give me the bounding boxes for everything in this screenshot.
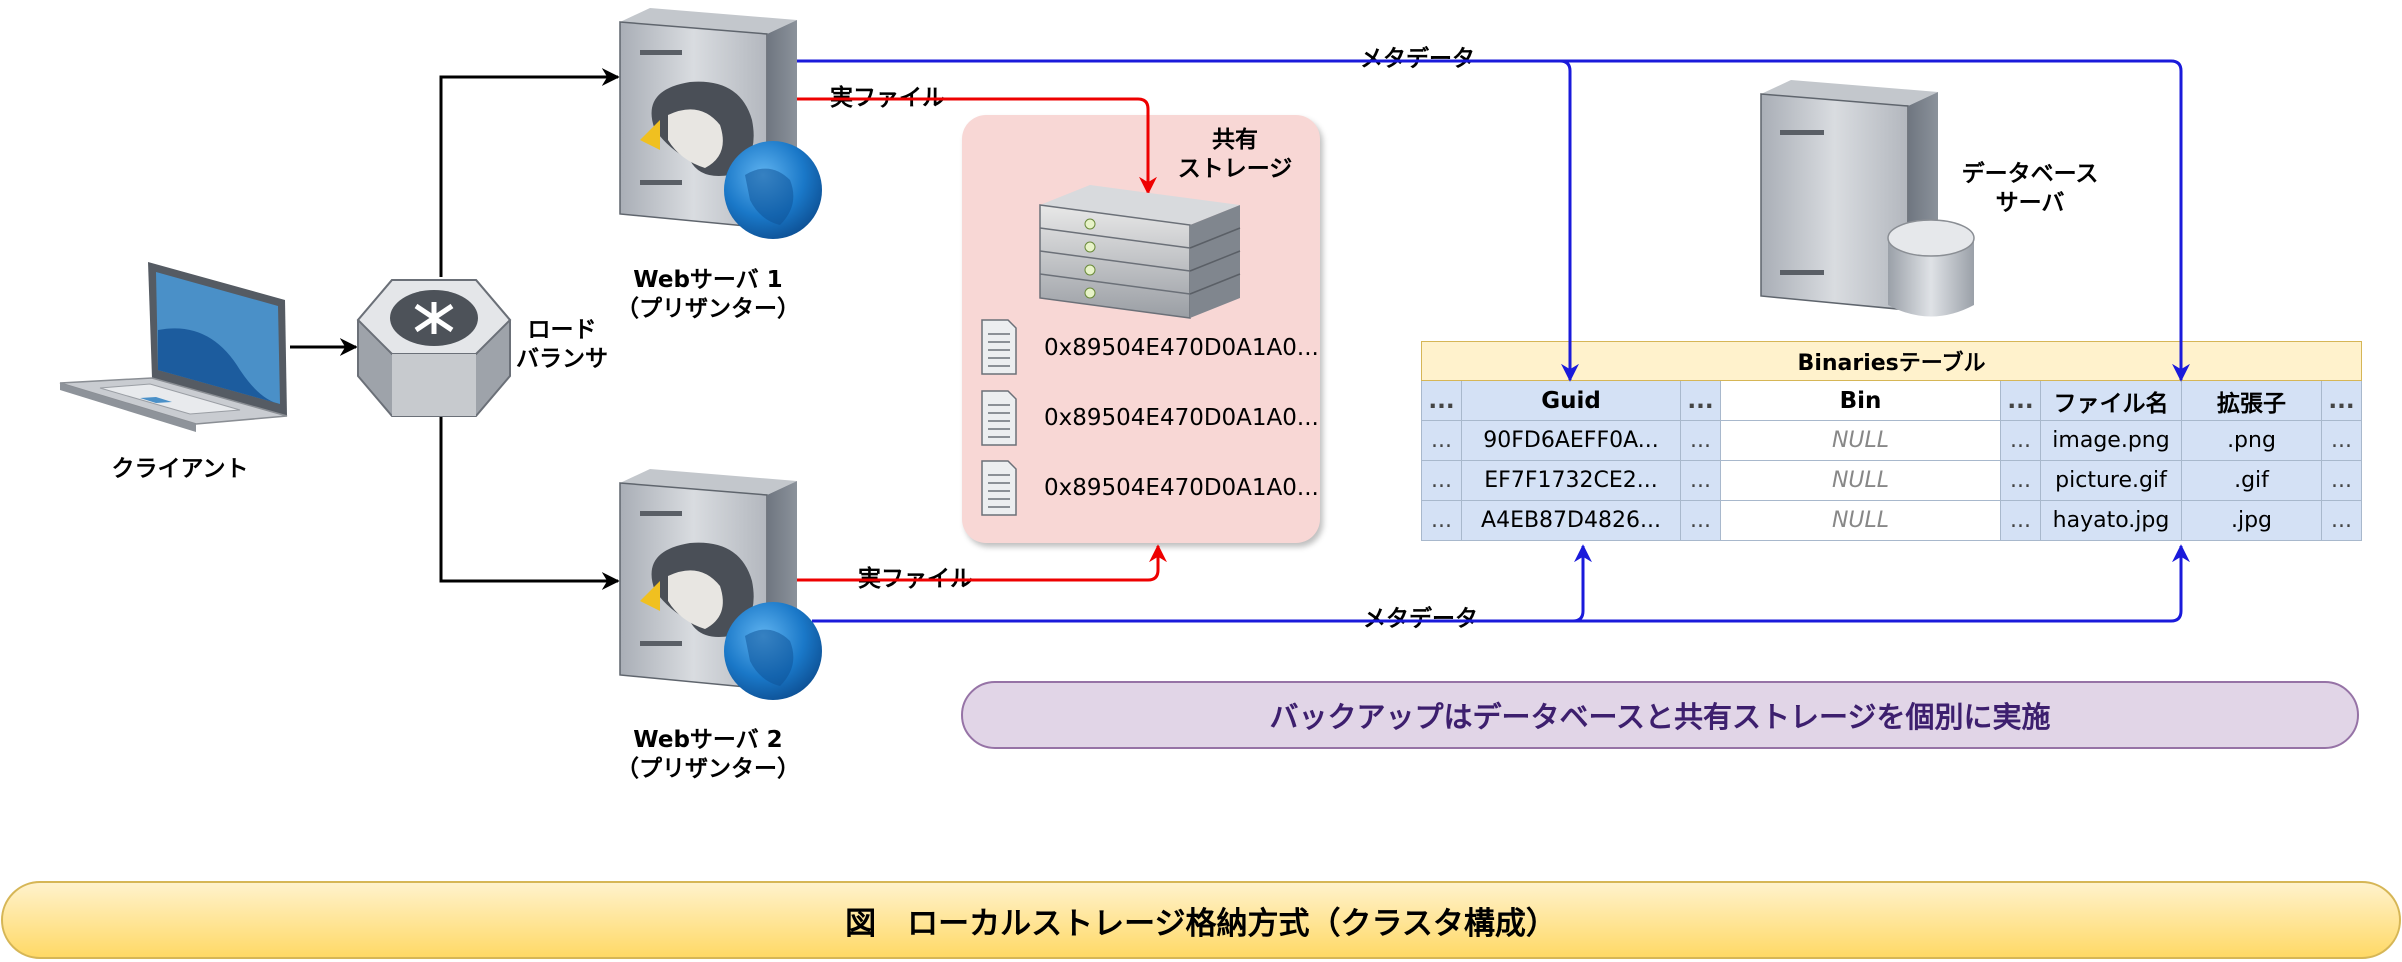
- extension-cell: .png: [2181, 420, 2322, 461]
- shared-storage-label: 共有 ストレージ: [1177, 127, 1293, 182]
- ellipsis-cell: ...: [1680, 500, 1721, 541]
- document-icon: [981, 319, 1017, 375]
- stored-file-hex-1: 0x89504E470D0A1A0...: [1044, 335, 1319, 361]
- edge-label-metadata-1: メタデータ: [1356, 45, 1479, 73]
- real-file-edges: [797, 97, 1167, 582]
- edge-web2-to-ext: [1573, 544, 2190, 623]
- ellipsis-cell: ...: [1680, 420, 1721, 461]
- stored-file-hex-3: 0x89504E470D0A1A0...: [1044, 475, 1319, 501]
- filename-cell: picture.gif: [2040, 460, 2182, 501]
- web-server-1-icon: [619, 8, 822, 239]
- backup-note: バックアップはデータベースと共有ストレージを個別に実施: [961, 681, 2359, 749]
- table-row: ... A4EB87D4826... ... NULL ... hayato.j…: [1421, 500, 2362, 541]
- header-bin: Bin: [1720, 380, 2001, 421]
- table-row: ... EF7F1732CE2... ... NULL ... picture.…: [1421, 460, 2362, 501]
- edge-lb-to-web2: [439, 416, 620, 590]
- header-extension: 拡張子: [2181, 380, 2322, 421]
- web-server-1-label: Webサーバ 1 （プリザンター）: [616, 267, 800, 322]
- extension-cell: .gif: [2181, 460, 2322, 501]
- edge-web2-to-guid: [812, 544, 1592, 623]
- ellipsis-cell: ...: [1421, 500, 1462, 541]
- filename-cell: hayato.jpg: [2040, 500, 2182, 541]
- guid-cell: EF7F1732CE2...: [1461, 460, 1681, 501]
- extension-cell: .jpg: [2181, 500, 2322, 541]
- ellipsis-cell: ...: [1421, 420, 1462, 461]
- ellipsis-cell: ...: [2000, 460, 2041, 501]
- database-server-icon: [1760, 80, 1975, 317]
- filename-cell: image.png: [2040, 420, 2182, 461]
- binaries-table: Binariesテーブル ... Guid ... Bin ... ファイル名 …: [1421, 341, 2362, 541]
- guid-cell: 90FD6AEFF0A...: [1461, 420, 1681, 461]
- metadata-edges: [797, 59, 2190, 623]
- edge-label-metadata-2: メタデータ: [1359, 605, 1482, 633]
- bin-cell: NULL: [1720, 460, 2001, 501]
- web-server-2-icon: [619, 469, 822, 700]
- ellipsis-cell: ...: [1680, 380, 1721, 421]
- edge-lb-to-web1: [439, 68, 620, 277]
- storage-rack-icon: [1039, 185, 1241, 319]
- ellipsis-cell: ...: [2321, 420, 2362, 461]
- laptop-icon: [59, 262, 288, 432]
- web-server-2-label: Webサーバ 2 （プリザンター）: [616, 727, 800, 782]
- flow-edges: [290, 68, 620, 590]
- figure-caption: 図 ローカルストレージ格納方式（クラスタ構成）: [1, 881, 2401, 959]
- document-icons: [981, 319, 1017, 516]
- database-server-label: データベース サーバ: [1961, 161, 2099, 216]
- load-balancer-icon: [356, 279, 512, 417]
- ellipsis-cell: ...: [2000, 500, 2041, 541]
- ellipsis-cell: ...: [1680, 460, 1721, 501]
- load-balancer-label: ロード バランサ: [516, 317, 608, 372]
- client-label: クライアント: [111, 456, 249, 482]
- ellipsis-cell: ...: [2321, 380, 2362, 421]
- ellipsis-cell: ...: [2321, 500, 2362, 541]
- ellipsis-cell: ...: [2000, 380, 2041, 421]
- document-icon: [981, 390, 1017, 446]
- edge-web2-to-storage: [797, 544, 1167, 582]
- stored-file-hex-2: 0x89504E470D0A1A0...: [1044, 405, 1319, 431]
- document-icon: [981, 460, 1017, 516]
- bin-cell: NULL: [1720, 500, 2001, 541]
- guid-cell: A4EB87D4826...: [1461, 500, 1681, 541]
- ellipsis-cell: ...: [2000, 420, 2041, 461]
- ellipsis-cell: ...: [1421, 460, 1462, 501]
- edge-web1-to-ext: [1560, 59, 2190, 382]
- header-filename: ファイル名: [2040, 380, 2182, 421]
- edge-web1-to-storage: [797, 97, 1157, 195]
- ellipsis-cell: ...: [2321, 460, 2362, 501]
